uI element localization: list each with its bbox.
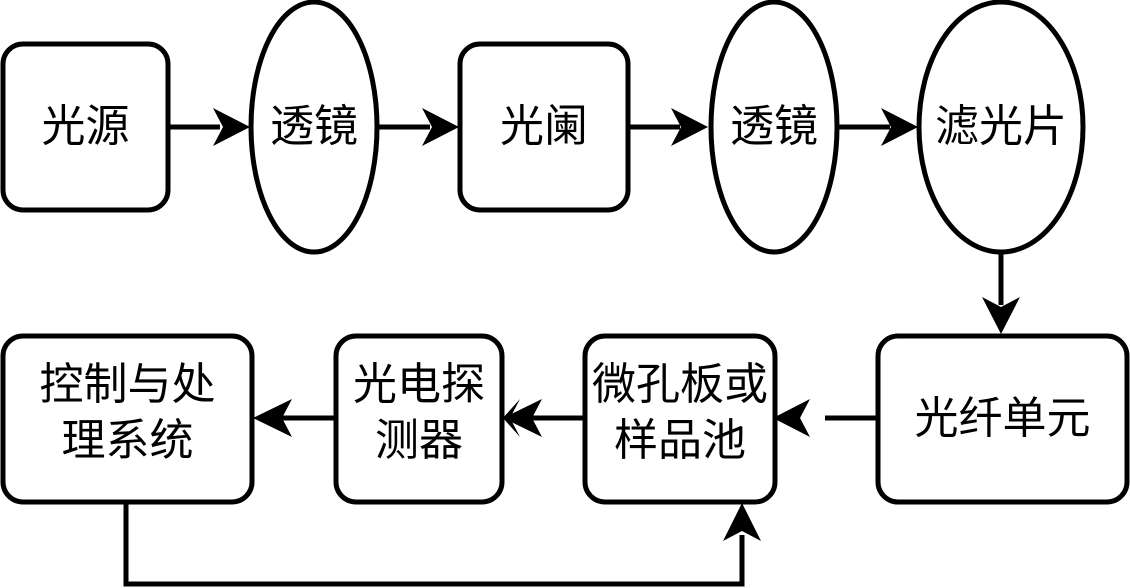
node-lens-2[interactable]: [708, 0, 840, 255]
edges: [123, 108, 1020, 587]
arrowhead-icon: [253, 399, 292, 437]
edge-lens-2-to-filter: [837, 108, 918, 146]
edge-light-source-to-lens-1: [168, 108, 250, 146]
edge-control-system-to-microplate: [123, 502, 761, 587]
node-fiber-unit[interactable]: [875, 333, 1130, 505]
node-control-system[interactable]: [0, 333, 255, 505]
arrowhead-icon: [422, 108, 459, 146]
node-aperture[interactable]: [457, 41, 631, 213]
node-microplate[interactable]: [582, 333, 778, 505]
node-filter[interactable]: [916, 0, 1086, 255]
edge-aperture-to-lens-2: [628, 108, 708, 146]
nodes: [0, 0, 1130, 505]
edge-filter-to-fiber-unit: [982, 252, 1020, 334]
arrowhead-icon: [982, 297, 1020, 334]
node-lens-1[interactable]: [248, 0, 380, 255]
edge-microplate-to-photodetector: [503, 399, 585, 437]
arrowhead-icon: [773, 399, 810, 437]
node-photodetector[interactable]: [333, 333, 505, 505]
arrowhead-icon: [213, 108, 250, 146]
edge-lens-1-to-aperture: [378, 108, 459, 146]
edge-fiber-unit-to-microplate: [773, 399, 878, 437]
arrowhead-icon: [723, 503, 761, 541]
node-light-source[interactable]: [0, 41, 171, 213]
arrowhead-icon: [881, 108, 918, 146]
edge-photodetector-to-control-system: [253, 399, 336, 437]
arrowhead-icon: [671, 108, 708, 146]
